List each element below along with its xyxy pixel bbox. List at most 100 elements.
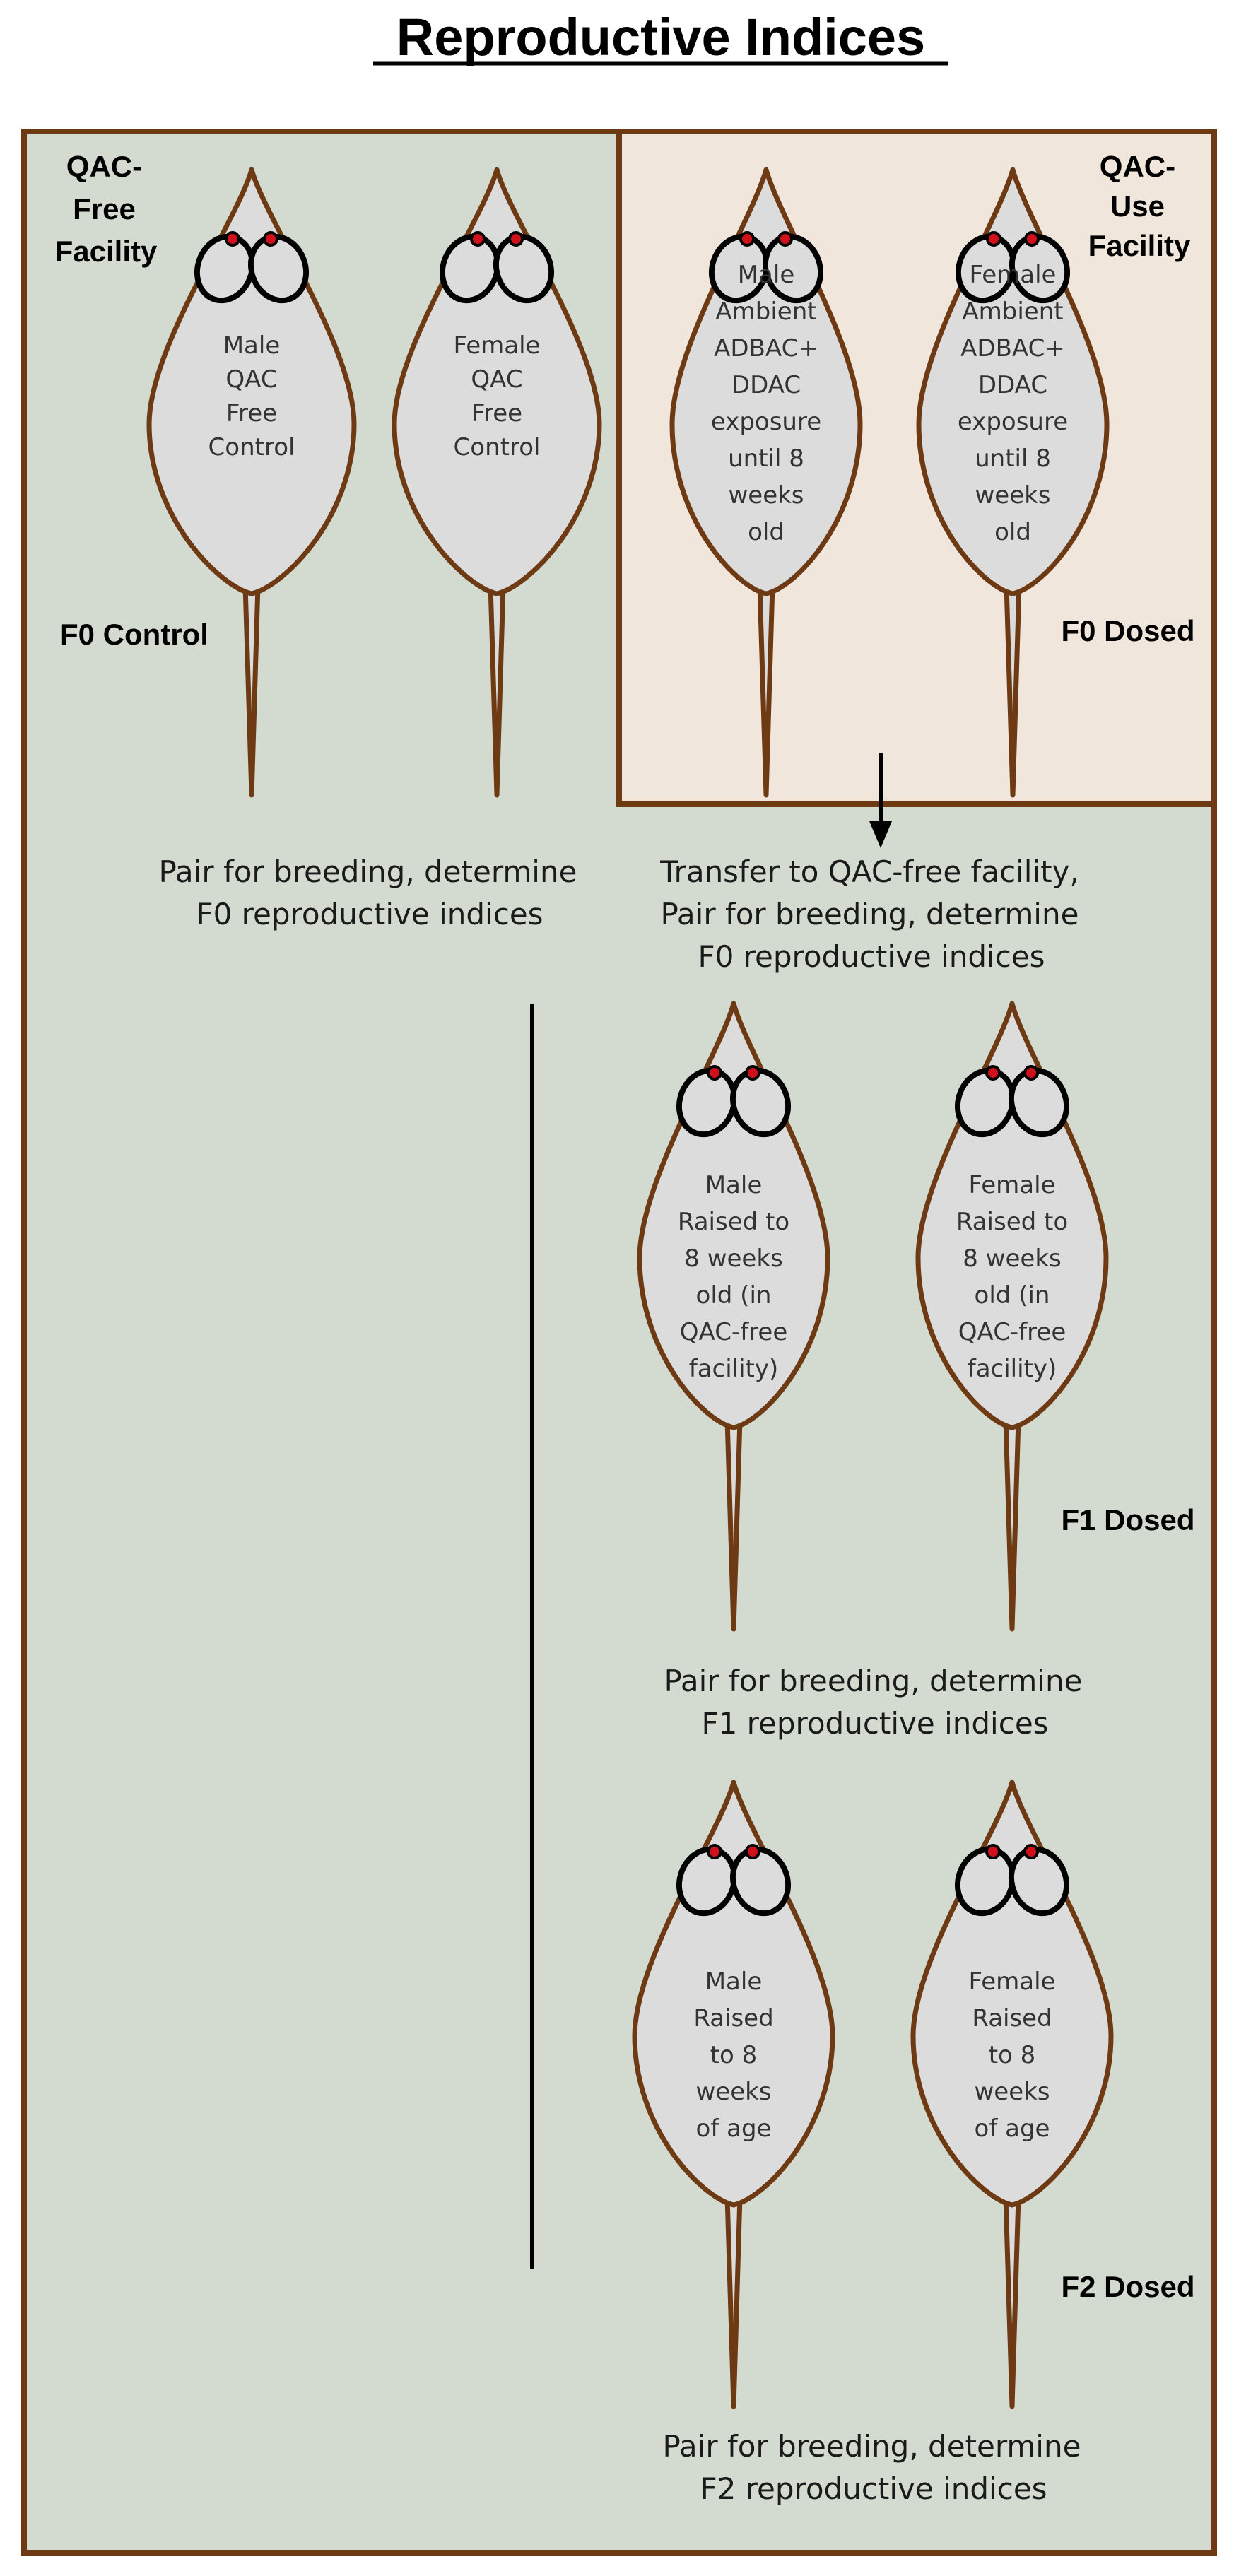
mouse-control-female-left-eye xyxy=(470,231,486,247)
qac-free-label-line-3: Facility xyxy=(55,235,158,268)
mouse-f2-female-label-line-4: weeks xyxy=(974,2078,1050,2106)
mouse-f2-male-left-eye xyxy=(707,1844,722,1859)
caption-f1-line-1: Pair for breeding, determine xyxy=(664,1664,1082,1698)
mouse-f0-male-label-line-1: Male xyxy=(738,261,795,289)
mouse-f1-male-right-eye xyxy=(745,1065,760,1081)
mouse-control-male-label-line-1: Male xyxy=(223,331,281,360)
mouse-control-male-label-line-2: QAC xyxy=(225,365,277,394)
mouse-f1-male-left-eye xyxy=(707,1065,722,1081)
mouse-f2-female-label-line-2: Raised xyxy=(972,2004,1052,2033)
mouse-control-male-right-eye xyxy=(263,231,278,247)
mouse-control-female-right-eye xyxy=(508,231,524,247)
mouse-f2-male-label-line-1: Male xyxy=(705,1968,763,1996)
mouse-f2-female-label-line-5: of age xyxy=(975,2115,1050,2143)
caption-f0-line-3: F0 reproductive indices xyxy=(698,939,1045,974)
group-label-f2-dosed: F2 Dosed xyxy=(1061,2270,1194,2303)
mouse-f1-female-label-line-1: Female xyxy=(969,1171,1056,1199)
mouse-f1-female-left-eye xyxy=(985,1065,1001,1081)
mouse-f0-male-label-line-2: Ambient xyxy=(715,298,816,326)
mouse-f2-female-label-line-3: to 8 xyxy=(989,2041,1036,2069)
caption-control-line-2: F0 reproductive indices xyxy=(196,897,543,931)
group-label-f0-dosed: F0 Dosed xyxy=(1061,614,1194,647)
mouse-f0-male-label-line-8: old xyxy=(748,518,785,546)
mouse-f0-male-body xyxy=(669,167,863,596)
mouse-f1-female-right-eye xyxy=(1023,1065,1039,1081)
mouse-f2-male-label-line-5: of age xyxy=(696,2115,772,2143)
mouse-f2-female-left-eye xyxy=(985,1844,1001,1859)
qac-free-facility-label: QAC- Free Facility xyxy=(55,150,158,268)
caption-f0-line-2: Pair for breeding, determine xyxy=(660,897,1079,931)
mouse-f0-female-label-line-3: ADBAC+ xyxy=(960,334,1065,363)
mouse-f1-male-label-line-3: 8 weeks xyxy=(684,1245,783,1273)
mouse-control-female-body xyxy=(392,167,602,596)
mouse-f0-male-label-line-5: exposure xyxy=(711,408,821,436)
caption-f0-line-1: Transfer to QAC-free facility, xyxy=(659,854,1079,889)
qac-use-label-line-1: QAC- xyxy=(1100,150,1175,183)
mouse-f0-female-left-eye xyxy=(986,231,1001,247)
mouse-f2-female-label-line-1: Female xyxy=(969,1968,1056,1996)
mouse-f0-female-label-line-8: old xyxy=(994,518,1031,546)
caption-control-line-1: Pair for breeding, determine xyxy=(158,854,577,889)
diagram-title: Reproductive Indices xyxy=(396,8,925,66)
caption-f2-line-2: F2 reproductive indices xyxy=(700,2471,1047,2506)
mouse-f2-male-label-line-4: weeks xyxy=(695,2078,771,2106)
mouse-f0-female-label-line-2: Ambient xyxy=(962,298,1063,326)
mouse-f0-male-label-line-4: DDAC xyxy=(731,371,801,399)
mouse-control-female-label-line-3: Free xyxy=(471,399,522,428)
mouse-f0-male-label-line-7: weeks xyxy=(728,481,804,510)
mouse-f0-female-label-line-1: Female xyxy=(970,261,1057,289)
mouse-f1-female-label-line-5: QAC-free xyxy=(958,1318,1066,1346)
caption-control: Pair for breeding, determine F0 reproduc… xyxy=(158,854,580,931)
mouse-f0-male-label-line-3: ADBAC+ xyxy=(714,334,818,363)
group-label-f0-control: F0 Control xyxy=(60,618,208,651)
qac-use-label-line-3: Facility xyxy=(1088,229,1191,262)
mouse-f2-female-body xyxy=(910,1780,1114,2208)
mouse-f2-male-label-line-2: Raised xyxy=(693,2004,773,2033)
mouse-control-male-left-eye xyxy=(225,231,240,247)
group-label-f1-dosed: F1 Dosed xyxy=(1061,1503,1194,1536)
mouse-f1-female-body xyxy=(915,1001,1109,1430)
mouse-control-female-label-line-4: Control xyxy=(454,433,541,461)
mouse-control-male-label-line-4: Control xyxy=(208,433,295,461)
mouse-control-male-body xyxy=(146,167,357,596)
qac-free-label-line-1: QAC- xyxy=(66,150,142,183)
qac-use-facility-label: QAC- Use Facility xyxy=(1088,150,1191,262)
caption-f0: Transfer to QAC-free facility, Pair for … xyxy=(659,854,1083,974)
mouse-f1-female-label-line-3: 8 weeks xyxy=(963,1245,1062,1273)
mouse-f0-male-label-line-6: until 8 xyxy=(728,445,804,473)
mouse-f2-female-right-eye xyxy=(1023,1844,1039,1859)
transfer-arrow-head xyxy=(869,821,892,848)
mouse-f2-male-right-eye xyxy=(745,1844,760,1859)
qac-use-label-line-2: Use xyxy=(1110,189,1165,223)
caption-f1: Pair for breeding, determine F1 reproduc… xyxy=(664,1664,1086,1741)
mouse-f1-male-label-line-5: QAC-free xyxy=(680,1318,787,1346)
mouse-f1-female-label-line-4: old (in xyxy=(975,1281,1050,1310)
caption-f1-line-2: F1 reproductive indices xyxy=(701,1706,1048,1741)
mouse-f0-female-label-line-4: DDAC xyxy=(978,371,1047,399)
mouse-f1-female-label-line-2: Raised to xyxy=(956,1208,1068,1236)
mouse-f0-female-label-line-7: weeks xyxy=(975,481,1050,510)
mouse-f1-female-label-line-6: facility) xyxy=(968,1355,1057,1383)
mouse-f1-male-label-line-1: Male xyxy=(705,1171,763,1199)
mouse-f0-female-body xyxy=(916,167,1110,596)
caption-f2-line-1: Pair for breeding, determine xyxy=(662,2429,1081,2464)
mouse-f0-female-label-line-6: until 8 xyxy=(975,445,1051,473)
mouse-f0-male-left-eye xyxy=(739,231,755,247)
mouse-control-male-label-line-3: Free xyxy=(226,399,277,428)
mouse-f1-male-label-line-6: facility) xyxy=(689,1355,779,1383)
